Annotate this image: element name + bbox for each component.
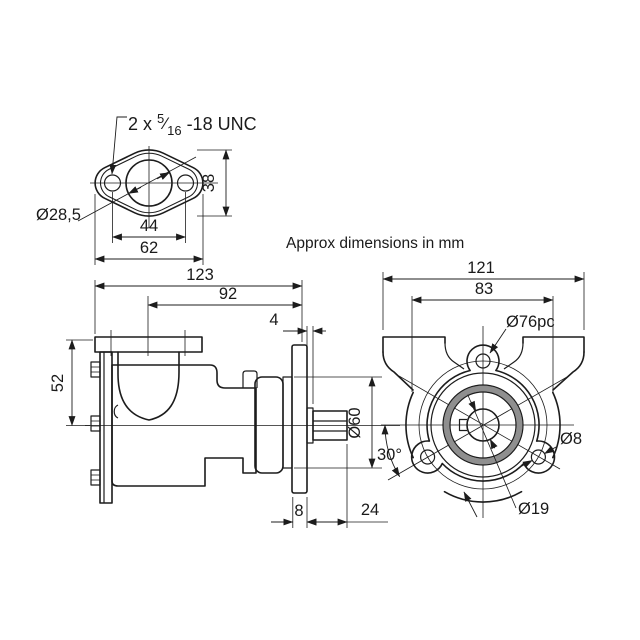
mounting-flange-disc	[291, 344, 308, 494]
front-view: 121 83 Ø76pc Ø8 Ø19 30°	[377, 259, 585, 518]
flange-bore	[125, 159, 173, 207]
bolt-hole-arrow-left	[520, 460, 533, 468]
dim-shaft-bore: Ø19	[518, 500, 549, 518]
volute-arc-bottom	[443, 490, 523, 503]
angle-arc-30	[381, 424, 401, 478]
mounting-bolt	[90, 361, 101, 378]
dim-flange-height: 38	[200, 174, 218, 192]
dim-flange-thickness: 8	[294, 502, 303, 520]
bell-notch	[113, 404, 119, 419]
diagonal-centerline-bl	[387, 376, 568, 481]
pointer-line-bottom	[463, 491, 478, 518]
cover-face-circle	[430, 372, 536, 478]
bolt-hole-left	[103, 174, 122, 192]
mounting-bolt	[90, 469, 101, 486]
volute-arc-left	[405, 391, 414, 459]
bolt-hole-bottom-left	[420, 449, 436, 465]
thread-leader-line	[109, 116, 127, 175]
mounting-bolt	[90, 415, 101, 432]
shaft-bore	[466, 408, 500, 442]
body-ear	[242, 370, 258, 388]
bolt-hole-bottom-right	[530, 449, 547, 465]
dim-length-to-flange: 92	[219, 285, 237, 303]
bore-arrow-lower	[128, 186, 142, 194]
dim-hole-spacing: 44	[140, 217, 158, 235]
dim-flange-width: 62	[140, 239, 158, 257]
top-flange-view: 2 x 5⁄16 -18 UNC Ø28,5 38 44 62	[36, 111, 257, 265]
bore-arrow-upper	[156, 172, 170, 180]
inlet-port-left	[382, 336, 465, 391]
bolt-hole-top	[475, 353, 491, 369]
dim-overall-length: 123	[186, 266, 214, 284]
dim-pilot: 4	[269, 311, 278, 329]
top-port-flange	[94, 336, 203, 353]
units-note: Approx dimensions in mm	[286, 235, 464, 252]
bolt-circle-leader	[489, 328, 507, 354]
keyway-slot	[458, 418, 467, 432]
flange-inner-outline	[100, 152, 198, 214]
seal-ring	[443, 385, 523, 465]
dim-mount-height: 52	[49, 374, 67, 392]
end-cover	[254, 376, 284, 474]
volute-bell	[117, 351, 180, 421]
dim-bolt-circle: Ø76pc	[506, 313, 555, 331]
dim-overall-width: 121	[467, 259, 495, 277]
dim-flange-diameter: Ø60	[346, 407, 364, 438]
shaft-bore-arrow-upper	[468, 400, 477, 412]
dim-shaft-length: 24	[361, 501, 379, 519]
pilot-boss	[282, 376, 293, 469]
bolt-hole-right	[176, 174, 195, 192]
dim-bore-diameter: Ø28,5	[36, 206, 81, 224]
bolt-hole-arrow-right	[544, 445, 557, 454]
thread-spec-label: 2 x 5⁄16 -18 UNC	[128, 111, 257, 138]
dim-hole-angle: 30°	[377, 446, 402, 464]
dim-bolt-hole: Ø8	[560, 430, 582, 448]
side-view: 123 92 4 52 Ø60 8 24	[49, 266, 400, 528]
seal-outer-edge	[442, 384, 524, 466]
outlet-port-right	[503, 336, 585, 391]
mounting-plate	[99, 351, 113, 504]
drive-shaft	[312, 410, 348, 441]
shaft-bore-leader	[467, 394, 517, 509]
flange-outline	[94, 149, 204, 217]
pump-body	[111, 364, 257, 487]
volute-arc-right	[552, 391, 561, 459]
dim-port-spacing: 83	[475, 280, 493, 298]
bolt-circle-pcd	[418, 360, 548, 490]
shaft-bore-arrow-lower	[489, 438, 498, 450]
seal-inner-edge	[449, 391, 517, 459]
